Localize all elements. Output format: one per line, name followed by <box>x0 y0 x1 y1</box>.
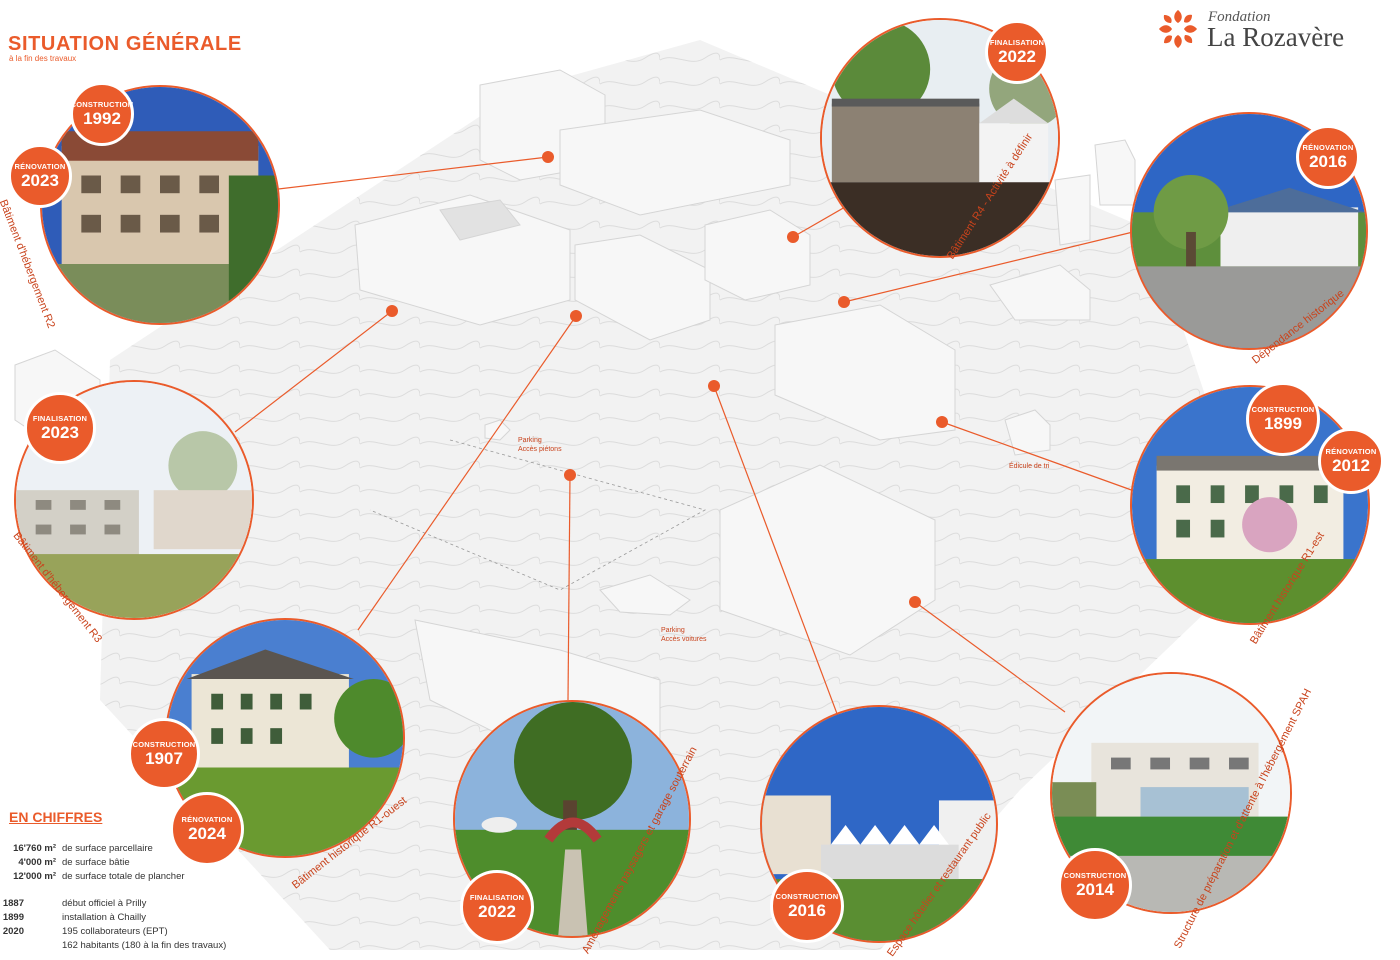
photo-r3 <box>14 380 254 620</box>
label-edicule: Édicule de tri <box>1009 463 1050 470</box>
page-title: SITUATION GÉNÉRALE <box>8 33 242 55</box>
location-dots <box>386 151 948 608</box>
photo-dependance <box>1130 112 1368 350</box>
site-outline <box>369 439 707 591</box>
logo-foundation-word: Fondation <box>1208 9 1271 25</box>
logo-name: La Rozavère <box>1207 22 1345 52</box>
building-blocks <box>14 69 1136 761</box>
page-subtitle: à la fin des travaux <box>9 54 77 63</box>
chiffres-title: EN CHIFFRES <box>9 809 103 825</box>
photo-jardin <box>453 700 691 938</box>
rose-logo-icon <box>1159 10 1197 48</box>
